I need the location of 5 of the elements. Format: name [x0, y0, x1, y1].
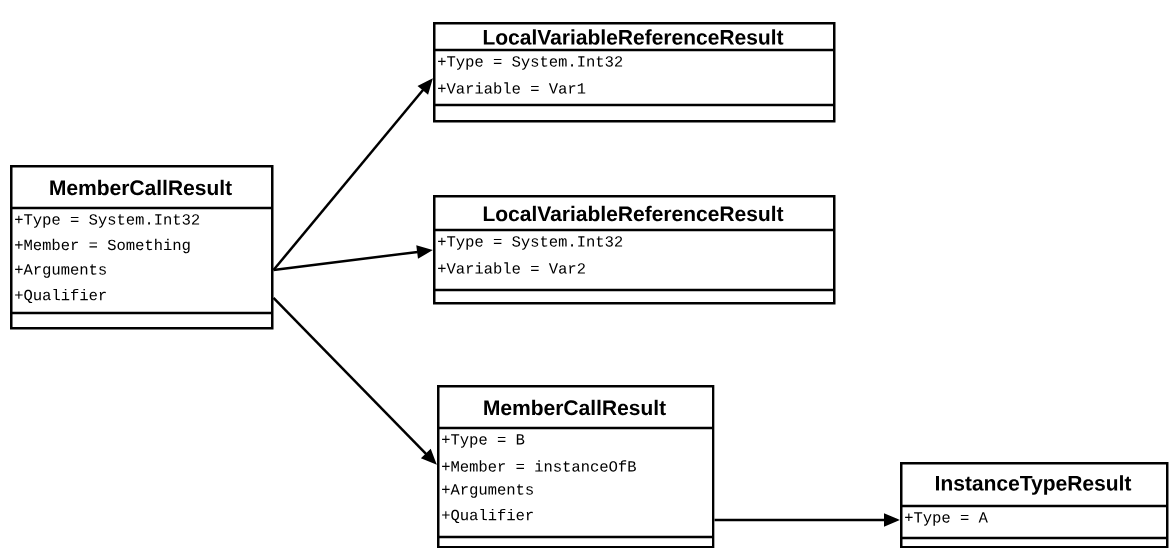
class-box: LocalVariableReferenceResult +Type = System.Int32 +Variable = Var2: [433, 195, 836, 305]
class-box: LocalVariableReferenceResult +Type = System.Int32 +Variable = Var1: [433, 22, 836, 123]
class-box: MemberCallResult +Type = B +Member = instanceOfB +Arguments +Qualifier: [437, 385, 715, 548]
class-box: MemberCallResult +Type = System.Int32 +Member = Something +Arguments +Qualifier: [10, 165, 274, 330]
class-box: InstanceTypeResult +Type = A: [900, 462, 1169, 548]
